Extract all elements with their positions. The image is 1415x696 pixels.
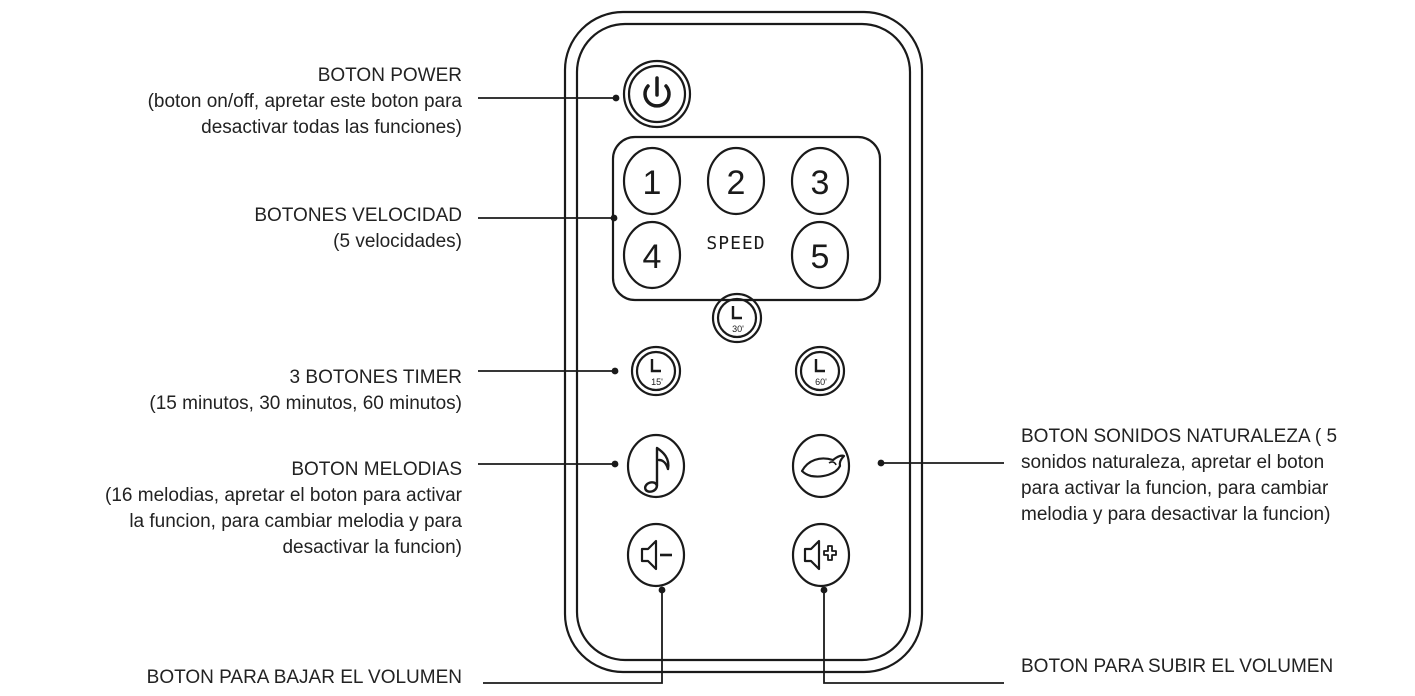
timer-60-label: 60': [815, 377, 827, 387]
speed-button-1-label: 1: [643, 164, 662, 202]
leader-vol-down: [483, 590, 663, 684]
nature-sound-button[interactable]: [791, 433, 851, 499]
speed-button-2[interactable]: [706, 146, 766, 216]
leader-vol-up: [823, 590, 1004, 684]
speed-button-3-label: 3: [811, 164, 830, 202]
speed-button-3[interactable]: [790, 146, 850, 216]
clock-icon: [650, 306, 825, 373]
power-icon: [643, 84, 671, 108]
speed-button-1[interactable]: [622, 146, 682, 216]
speed-button-5[interactable]: [790, 220, 850, 290]
label-vol-down-title: BOTON PARA BAJAR EL VOLUMEN: [146, 667, 462, 688]
volume-up-button[interactable]: [791, 522, 851, 588]
power-button[interactable]: [622, 59, 692, 129]
label-nature: BOTON SONIDOS NATURALEZA ( 5 sonidos nat…: [1021, 424, 1337, 528]
speed-button-5-label: 5: [811, 238, 830, 276]
label-nature-line-1: BOTON SONIDOS NATURALEZA ( 5: [1021, 426, 1338, 447]
speed-button-2-label: 2: [727, 164, 746, 202]
speed-button-4-label: 4: [643, 238, 662, 276]
speed-label: SPEED: [706, 233, 765, 254]
speed-button-4[interactable]: [622, 220, 682, 290]
speaker-plus-icon: [803, 539, 821, 571]
label-timer: 3 BOTONES TIMER (15 minutos, 30 minutos,…: [149, 365, 462, 417]
timer-button-60[interactable]: [794, 345, 846, 397]
label-melodies: BOTON MELODIAS (16 melodias, apretar el …: [105, 457, 462, 561]
label-power-line-1: (boton on/off, apretar este boton para: [147, 91, 462, 112]
label-nature-line-2: sonidos naturaleza, apretar el boton: [1021, 452, 1325, 473]
timer-15-label: 15': [651, 377, 663, 387]
label-melodies-line-3: desactivar la funcion): [282, 537, 462, 558]
label-timer-title: 3 BOTONES TIMER: [289, 367, 462, 388]
label-power: BOTON POWER (boton on/off, apretar este …: [148, 63, 462, 141]
speaker-minus-icon: [640, 539, 658, 571]
music-note-icon: [655, 446, 670, 488]
label-vol-down: BOTON PARA BAJAR EL VOLUMEN: [147, 665, 462, 691]
bird-icon: [800, 454, 846, 478]
label-power-title: BOTON POWER: [317, 65, 462, 86]
label-vol-up-title: BOTON PARA SUBIR EL VOLUMEN: [1021, 656, 1334, 677]
label-speed-title: BOTONES VELOCIDAD: [254, 205, 462, 226]
timer-button-30[interactable]: [711, 292, 763, 344]
remote-inner-shell: [575, 22, 912, 662]
label-melodies-title: BOTON MELODIAS: [291, 459, 462, 480]
label-power-line-2: desactivar todas las funciones): [201, 117, 462, 138]
label-melodies-line-1: (16 melodias, apretar el boton para acti…: [105, 485, 462, 506]
volume-down-button[interactable]: [626, 522, 686, 588]
label-speed-line-1: (5 velocidades): [333, 231, 462, 252]
label-speed: BOTONES VELOCIDAD (5 velocidades): [254, 203, 462, 255]
timer-button-15[interactable]: [630, 345, 682, 397]
label-timer-line-1: (15 minutos, 30 minutos, 60 minutos): [149, 393, 462, 414]
remote-outer-shell: [563, 10, 924, 674]
timer-30-label: 30': [732, 324, 744, 334]
label-nature-line-4: melodia y para desactivar la funcion): [1021, 504, 1331, 525]
label-melodies-line-2: la funcion, para cambiar melodia y para: [129, 511, 462, 532]
label-vol-up: BOTON PARA SUBIR EL VOLUMEN: [1021, 654, 1333, 680]
melody-button[interactable]: [626, 433, 686, 499]
label-nature-line-3: para activar la funcion, para cambiar: [1021, 478, 1329, 499]
